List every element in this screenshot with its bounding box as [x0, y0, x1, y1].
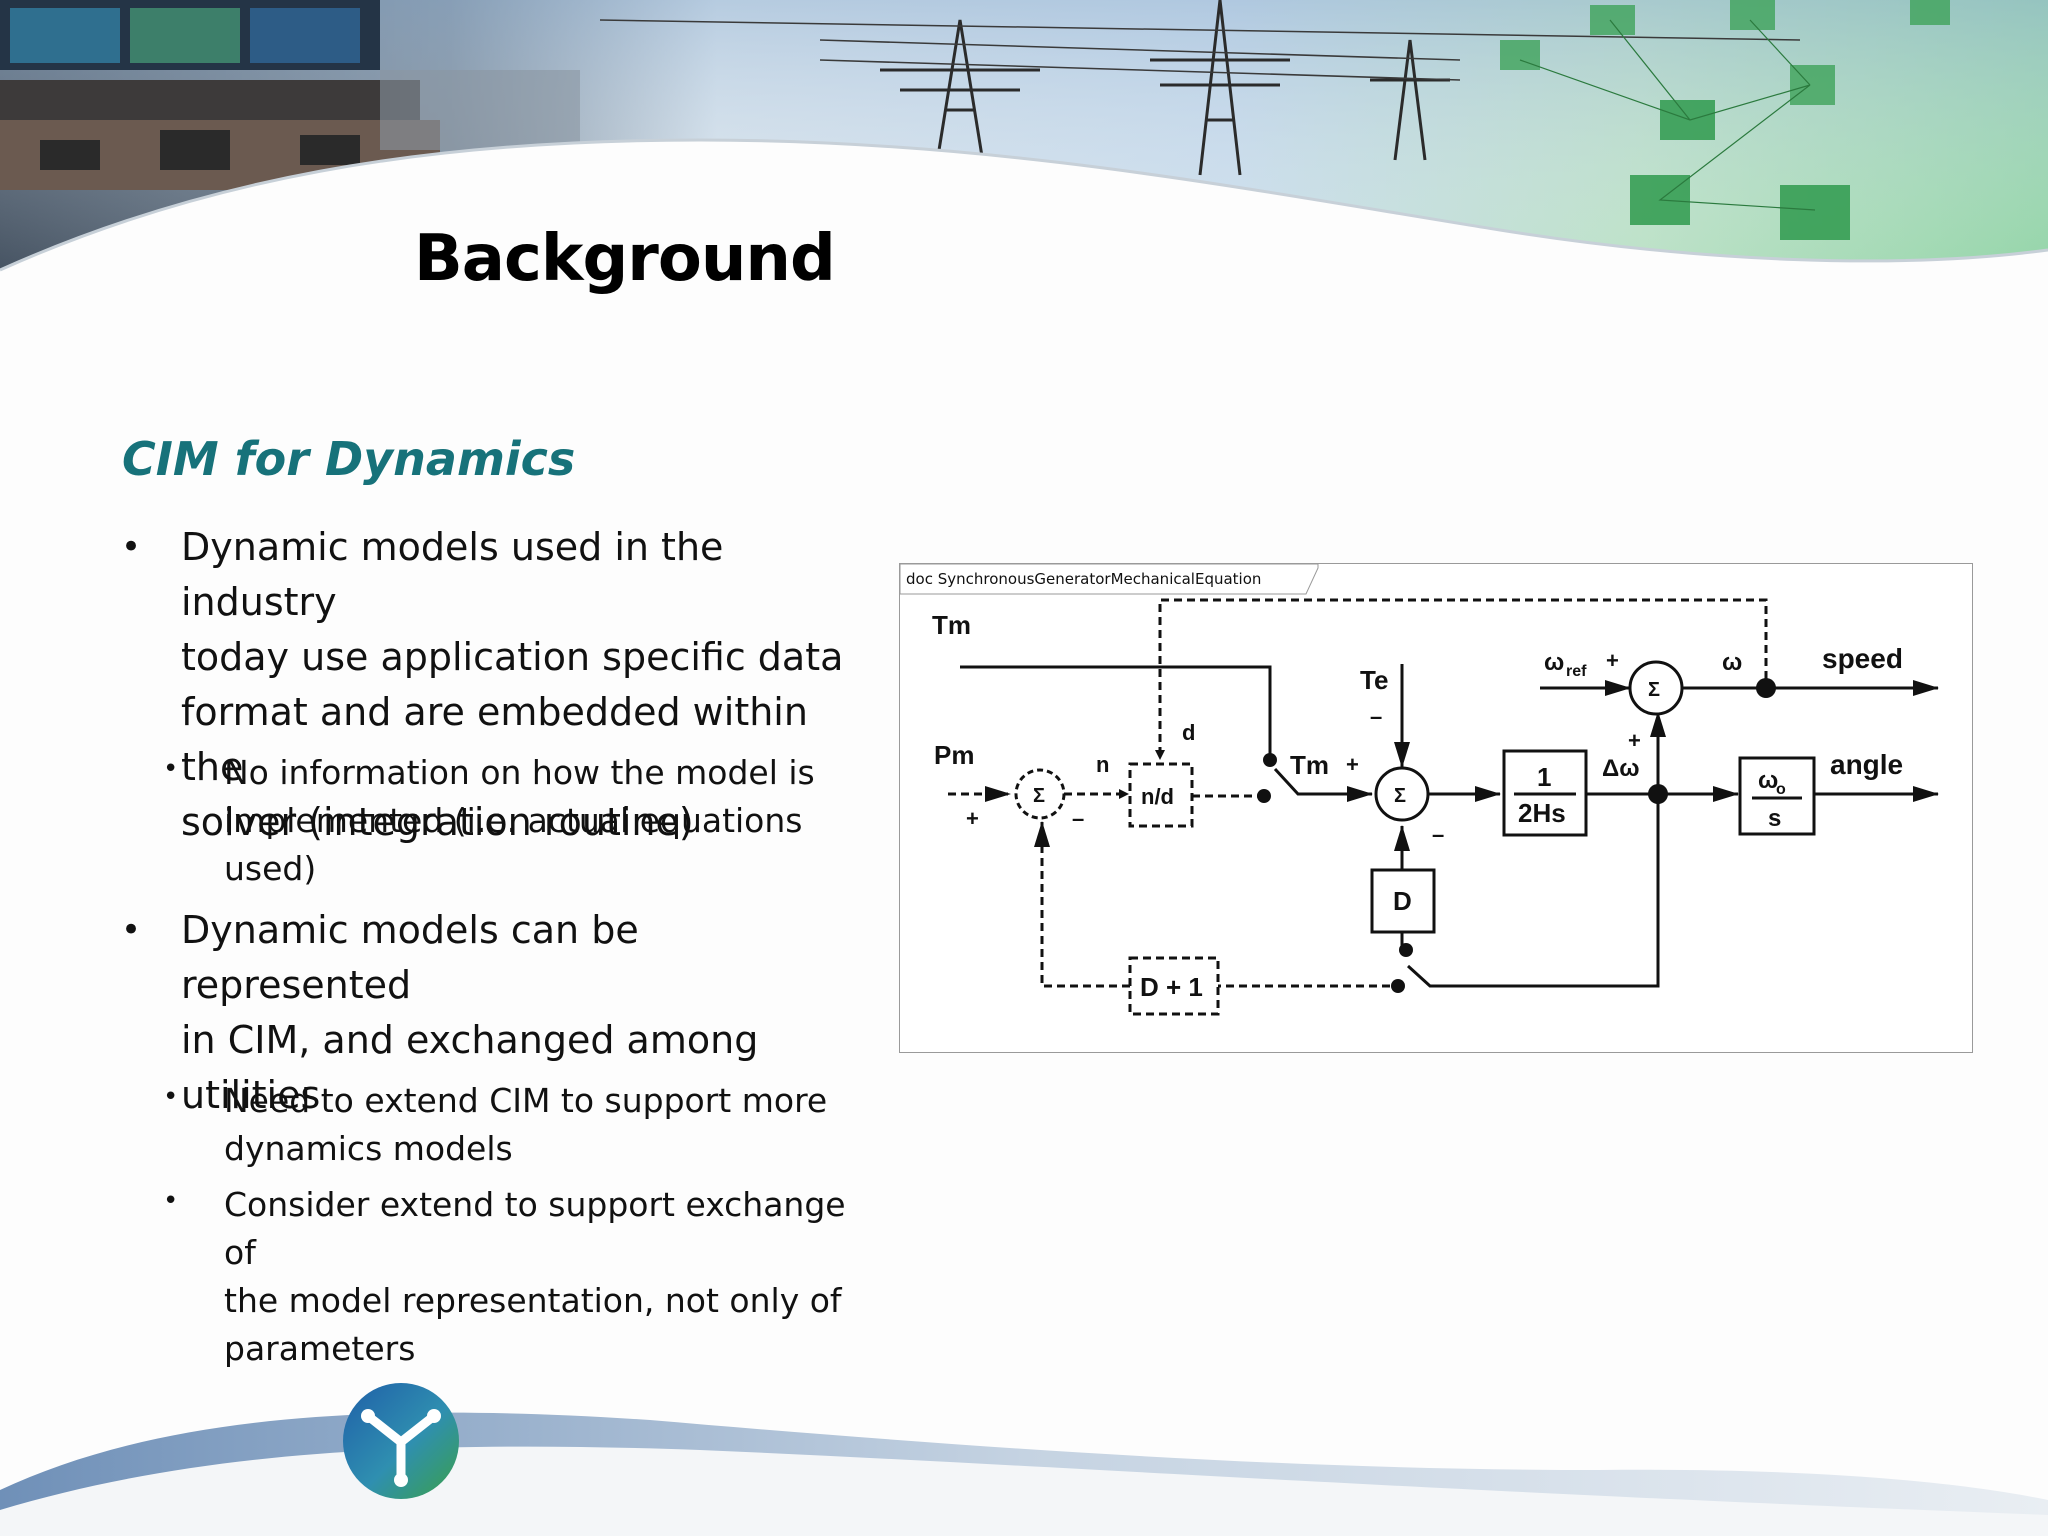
block-diagram: doc SynchronousGeneratorMechanicalEquati…	[899, 563, 1973, 1053]
damping-block	[1370, 868, 1436, 934]
bullet-line: format and are embedded within the	[181, 690, 808, 789]
control-room-graphic	[0, 0, 580, 190]
bullet-line: Dynamic models can be represented	[181, 908, 639, 1007]
bullet-line: dynamics models	[224, 1129, 513, 1168]
label-minus: –	[1370, 704, 1382, 729]
label-tm-switch: Tm	[1290, 750, 1329, 780]
network-graphic	[1500, 0, 1950, 240]
bullet-line: in CIM, and exchanged among	[181, 1018, 759, 1062]
label-d: d	[1182, 720, 1195, 745]
bullet-item-2: Dynamic models can be represented in CIM…	[181, 903, 871, 1123]
integrator-block	[1738, 756, 1816, 836]
label-pm: Pm	[934, 740, 974, 770]
label-sigma: Σ	[1648, 679, 1660, 701]
bullet-line: utilities	[181, 1073, 321, 1117]
label-minus: –	[1432, 822, 1444, 847]
block-diagram-canvas: doc SynchronousGeneratorMechanicalEquati…	[900, 564, 1939, 1016]
label-sigma: Σ	[1394, 785, 1406, 807]
company-logo	[343, 1383, 459, 1499]
label-plus: +	[1346, 752, 1359, 777]
label-te: Te	[1360, 665, 1388, 695]
label-omega0-denominator: s	[1768, 805, 1781, 832]
label-omega0-numerator: ω	[1758, 767, 1778, 794]
label-d-block: D	[1393, 886, 1412, 916]
bullet-line: today use application specific data	[181, 635, 844, 679]
bullet-marker: •	[121, 910, 142, 950]
bullet-line: implemented (i.e. actual equations	[224, 801, 803, 840]
power-tower-graphic	[599, 0, 1801, 176]
label-angle: angle	[1830, 749, 1903, 780]
sub-bullet-marker: •	[163, 1186, 179, 1216]
label-d-plus-one-block: D + 1	[1140, 972, 1203, 1002]
label-sigma: Σ	[1033, 785, 1045, 807]
sub-bullet-item-2: Need to extend CIM to support more dynam…	[224, 1077, 884, 1173]
bullet-line: the model representation, not only of	[224, 1281, 842, 1320]
label-omega0-subscript: o	[1776, 781, 1786, 798]
bullet-line: solver (integration routine)	[181, 800, 694, 844]
bullet-line: No information on how the model is	[224, 753, 815, 792]
label-plus: +	[966, 806, 979, 831]
sub-bullet-item-1: No information on how the model is imple…	[224, 749, 884, 893]
bullet-line: parameters	[224, 1329, 416, 1368]
bullet-line: used)	[224, 849, 317, 888]
label-minus: –	[1072, 806, 1084, 831]
label-plus: +	[1606, 648, 1619, 673]
label-delta-omega: Δω	[1602, 755, 1640, 782]
label-omega-ref-subscript: ref	[1566, 663, 1587, 680]
label-inertia-numerator: 1	[1537, 762, 1551, 792]
bullet-line: Consider extend to support exchange of	[224, 1185, 846, 1272]
sub-bullet-marker: •	[163, 754, 179, 784]
footer-wave	[0, 1412, 2048, 1536]
bullet-marker: •	[121, 527, 142, 567]
sub-bullet-item-3: Consider extend to support exchange of t…	[224, 1181, 884, 1373]
label-speed: speed	[1822, 643, 1903, 674]
label-plus: +	[1628, 728, 1641, 753]
label-nd-block: n/d	[1141, 784, 1174, 809]
bullet-line: Need to extend CIM to support more	[224, 1081, 828, 1120]
bullet-line: Dynamic models used in the industry	[181, 525, 724, 624]
label-tm-input: Tm	[932, 610, 971, 640]
d-plus-one-block	[1128, 956, 1220, 1016]
section-subtitle: CIM for Dynamics	[122, 432, 576, 486]
label-inertia-denominator: 2Hs	[1518, 798, 1566, 828]
diagram-frame-label: doc SynchronousGeneratorMechanicalEquati…	[906, 570, 1261, 588]
label-omega: ω	[1722, 649, 1742, 676]
label-omega-ref: ω	[1544, 649, 1564, 676]
sub-bullet-marker: •	[163, 1082, 179, 1112]
slide-title: Background	[414, 222, 836, 296]
header-banner-image	[0, 0, 2048, 300]
bullet-item-1: Dynamic models used in the industry toda…	[181, 520, 871, 850]
label-n: n	[1096, 752, 1109, 777]
